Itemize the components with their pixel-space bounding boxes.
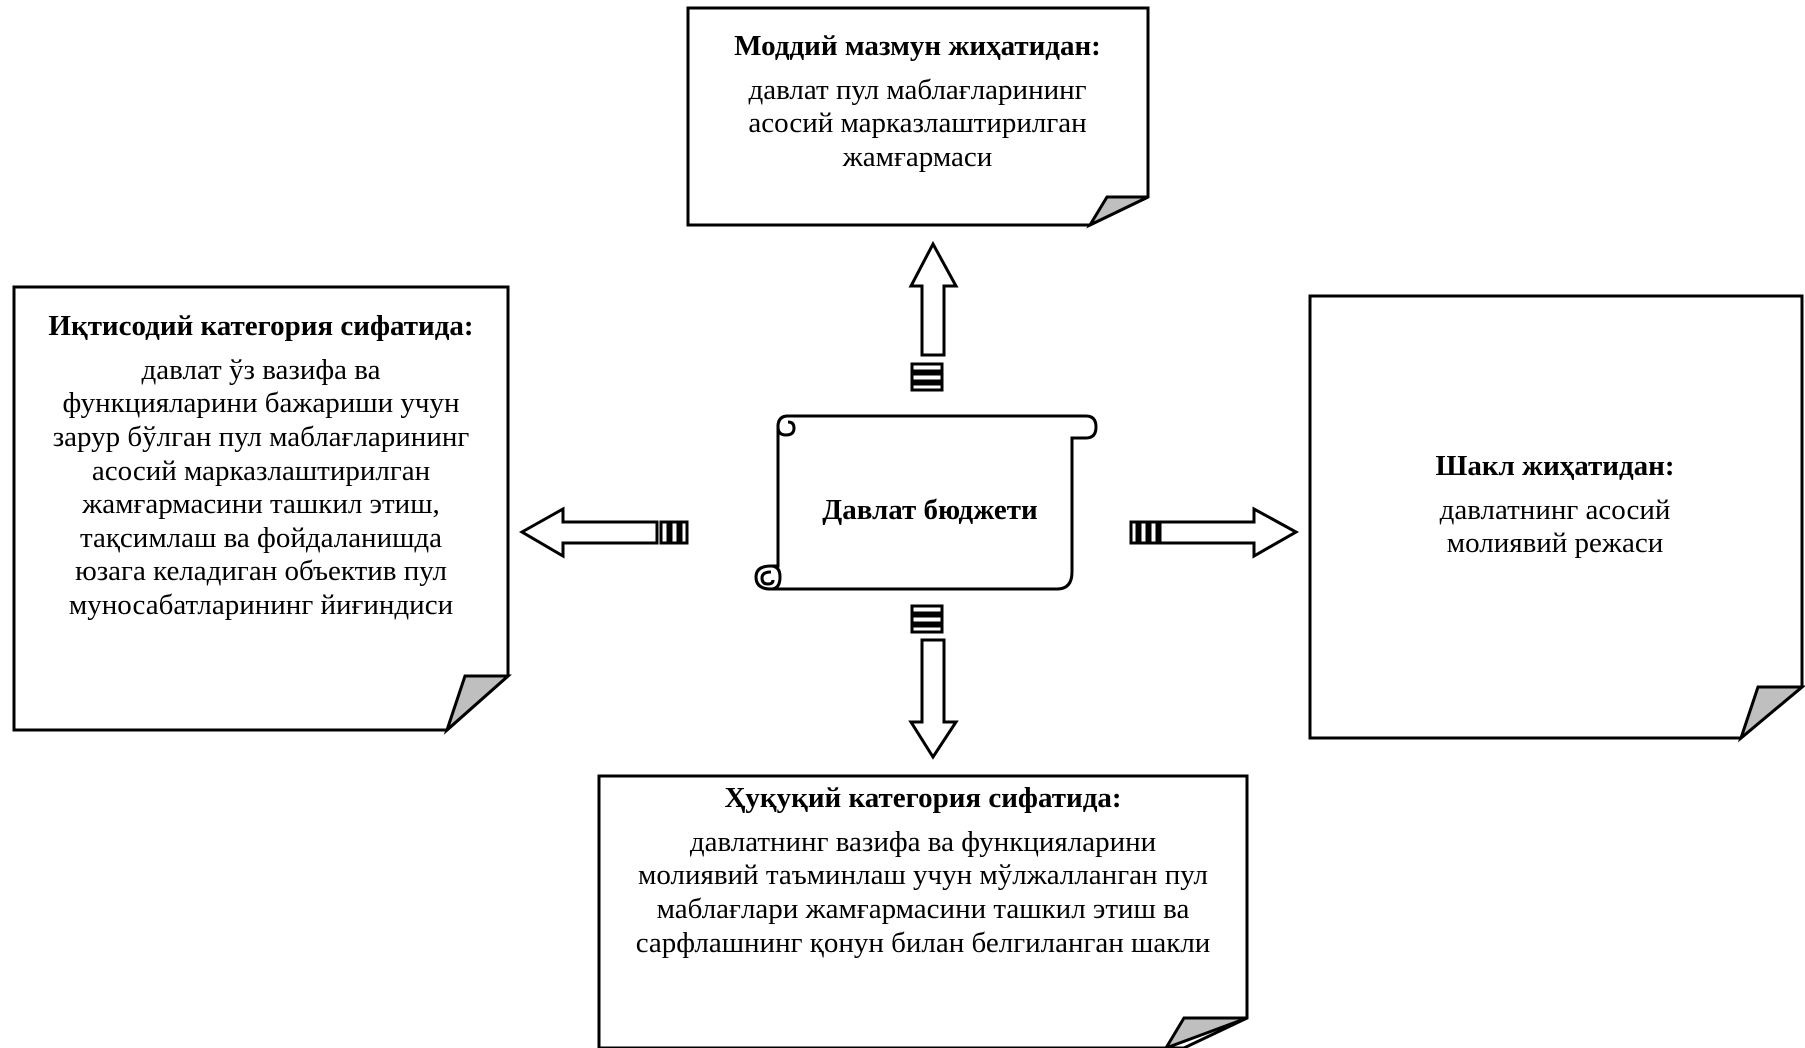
text-line: молиявий режаси — [1446, 527, 1664, 560]
note-box-left-shape — [12, 285, 512, 735]
note-title-top: Моддий мазмун жиҳатидан: — [734, 30, 1101, 62]
text-line: сарфлашнинг қонун билан белгиланган шакл… — [635, 926, 1211, 959]
text-line: жамғармасини ташкил этиш, — [82, 488, 440, 521]
text-line: маблағлари жамғармасини ташкил этиш ва — [656, 892, 1190, 925]
text-line: давлат пул маблағларининг — [748, 73, 1087, 106]
note-text-bottom: давлатнинг вазифа ва функцияларини молия… — [600, 826, 1246, 961]
arrow-right — [1129, 506, 1300, 559]
note-title-bottom: Ҳуқуқий категория сифатида: — [724, 782, 1122, 814]
text-line: давлатнинг асосий — [1439, 493, 1671, 526]
note-box-top-shape — [686, 6, 1150, 229]
text-line: молиявий таъминлаш учун мўлжалланган пул — [638, 859, 1208, 892]
note-text-top: давлат пул маблағларининг асосий марказл… — [700, 74, 1135, 175]
note-text-left: давлат ўз вазифа ва функцияларини бажари… — [20, 354, 502, 623]
note-title-left: Иқтисодий категория сифатида: — [48, 310, 474, 342]
note-box-top: Моддий мазмун жиҳатидан: давлат пул мабл… — [700, 30, 1135, 175]
text-line: асосий марказлаштирилган — [748, 107, 1087, 140]
text-line: давлат ўз вазифа ва — [141, 353, 381, 386]
center-label: Давлат бюджети — [822, 494, 1038, 526]
arrow-down — [908, 604, 959, 760]
note-title-right: Шакл жиҳатидан: — [1435, 450, 1675, 482]
note-box-left: Иқтисодий категория сифатида: давлат ўз … — [20, 310, 502, 623]
text-line: асосий марказлаштирилган — [91, 454, 431, 487]
arrow-left — [518, 506, 689, 559]
text-line: давлатнинг вазифа ва функцияларини — [689, 825, 1157, 858]
text-line: зарур бўлган пул маблағларининг — [52, 420, 470, 453]
note-box-right: Шакл жиҳатидан: давлатнинг асосий молияв… — [1320, 450, 1790, 561]
text-line: муносабатларининг йиғиндиси — [68, 589, 454, 621]
arrow-up — [908, 240, 959, 392]
note-box-bottom: Ҳуқуқий категория сифатида: давлатнинг в… — [600, 782, 1246, 960]
note-box-right-shape — [1308, 294, 1805, 743]
center-scroll-shape — [754, 414, 1098, 591]
text-line: тақсимлаш ва фойдаланишда — [79, 521, 443, 554]
note-box-bottom-shape — [597, 774, 1249, 1048]
text-line: юзага келадиган объектив пул — [75, 555, 447, 588]
text-line: жамғармаси — [842, 140, 993, 173]
note-text-right: давлатнинг асосий молиявий режаси — [1320, 494, 1790, 561]
text-line: функцияларини бажариши учун — [62, 387, 460, 420]
